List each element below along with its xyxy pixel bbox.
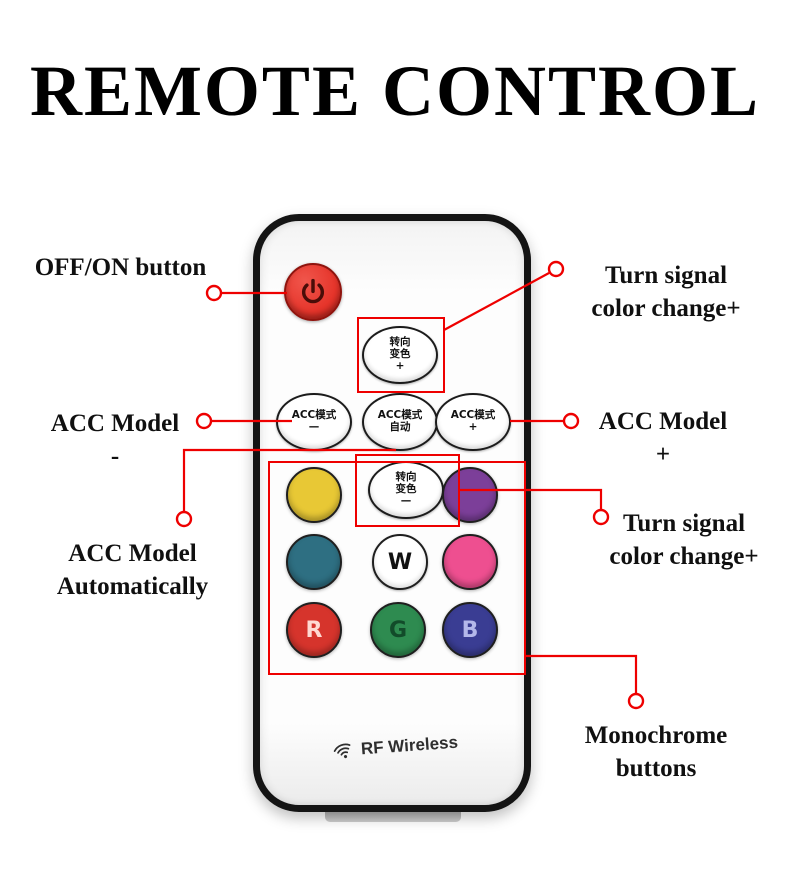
acc-mode-minus-button[interactable]: ACC模式 — <box>276 393 352 451</box>
acc-mode-plus-button[interactable]: ACC模式 + <box>435 393 511 451</box>
leader-circle-off-on <box>205 284 223 302</box>
annotation-monochrome-label: Monochrome buttons <box>584 722 728 782</box>
annotation-acc-model-plus-label: ACC Model + <box>598 408 728 468</box>
annotation-turn-signal-minus-label: Turn signal color change+ <box>609 510 759 570</box>
annotation-off-on-label: OFF/ON button <box>34 254 207 281</box>
leader-circle-acc-plus <box>562 412 580 430</box>
leader-circle-acc-minus <box>195 412 213 430</box>
leader-line-monochrome <box>526 654 638 694</box>
annotation-turn-signal-plus-label: Turn signal color change+ <box>591 262 741 322</box>
power-icon <box>301 278 325 304</box>
annotation-acc-model-auto-label: ACC Model Automatically <box>56 540 209 600</box>
leader-circle-acc-auto <box>175 510 193 528</box>
pink-color-button[interactable] <box>442 534 498 590</box>
remote-body: 转向 变色 + ACC模式 — ACC模式 自动 ACC模式 + 转向 变色 —… <box>253 214 531 812</box>
wifi-icon <box>333 743 351 759</box>
purple-color-button[interactable] <box>442 467 498 523</box>
green-color-button[interactable]: G <box>370 602 426 658</box>
red-color-button[interactable]: R <box>286 602 342 658</box>
rf-wireless-label: RF Wireless <box>289 725 501 770</box>
white-color-button[interactable]: W <box>372 534 428 590</box>
turn-signal-color-minus-button[interactable]: 转向 变色 — <box>368 461 444 519</box>
yellow-color-button[interactable] <box>286 467 342 523</box>
power-button[interactable] <box>284 263 342 321</box>
rf-wireless-text: RF Wireless <box>360 732 459 759</box>
blue-color-button[interactable]: B <box>442 602 498 658</box>
leader-circle-monochrome <box>627 692 645 710</box>
annotation-acc-model-minus-label: ACC Model - <box>50 410 180 470</box>
turn-signal-color-plus-button[interactable]: 转向 变色 + <box>362 326 438 384</box>
teal-color-button[interactable] <box>286 534 342 590</box>
acc-mode-auto-button[interactable]: ACC模式 自动 <box>362 393 438 451</box>
page-title: REMOTE CONTROL <box>29 51 761 131</box>
